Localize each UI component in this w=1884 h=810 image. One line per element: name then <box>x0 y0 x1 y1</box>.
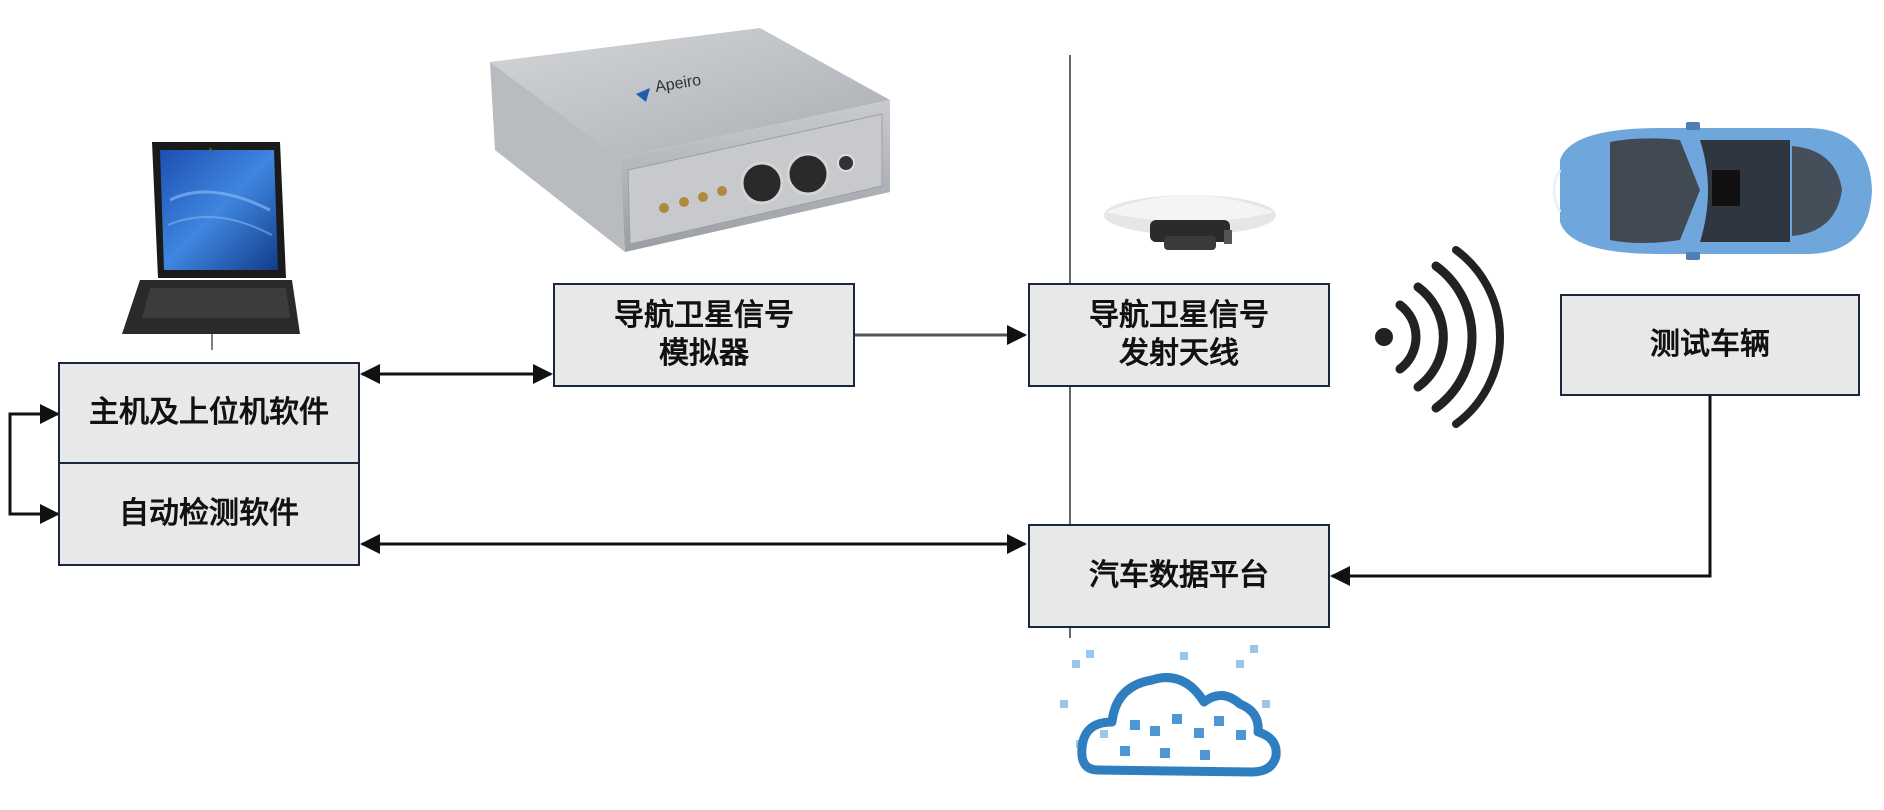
laptop-icon <box>122 142 300 350</box>
test-vehicle-box: 测试车辆 <box>1560 294 1860 396</box>
host-software-label: 主机及上位机软件 <box>89 395 329 430</box>
loop-connector-arrow <box>8 404 60 524</box>
vehicle-platform-arrow <box>1330 396 1712 586</box>
auto-test-software-label: 自动检测软件 <box>119 496 299 531</box>
cloud-icon <box>1060 645 1281 777</box>
simulator-device-icon <box>490 28 890 252</box>
simulator-box: 导航卫星信号 模拟器 <box>553 283 855 387</box>
auto-test-software-box: 自动检测软件 <box>58 462 360 566</box>
antenna-box: 导航卫星信号 发射天线 <box>1028 283 1330 387</box>
antenna-label-line1: 导航卫星信号 <box>1089 298 1269 333</box>
test-vehicle-label: 测试车辆 <box>1650 327 1770 362</box>
antenna-icon <box>1104 195 1276 250</box>
simulator-label-line2: 模拟器 <box>659 336 749 371</box>
data-platform-box: 汽车数据平台 <box>1028 524 1330 628</box>
antenna-label-line2: 发射天线 <box>1119 336 1239 371</box>
host-software-box: 主机及上位机软件 <box>58 362 360 464</box>
car-icon <box>1552 122 1872 260</box>
wireless-signal-icon <box>1375 246 1505 428</box>
simulator-label-line1: 导航卫星信号 <box>614 298 794 333</box>
data-platform-label: 汽车数据平台 <box>1089 558 1269 593</box>
